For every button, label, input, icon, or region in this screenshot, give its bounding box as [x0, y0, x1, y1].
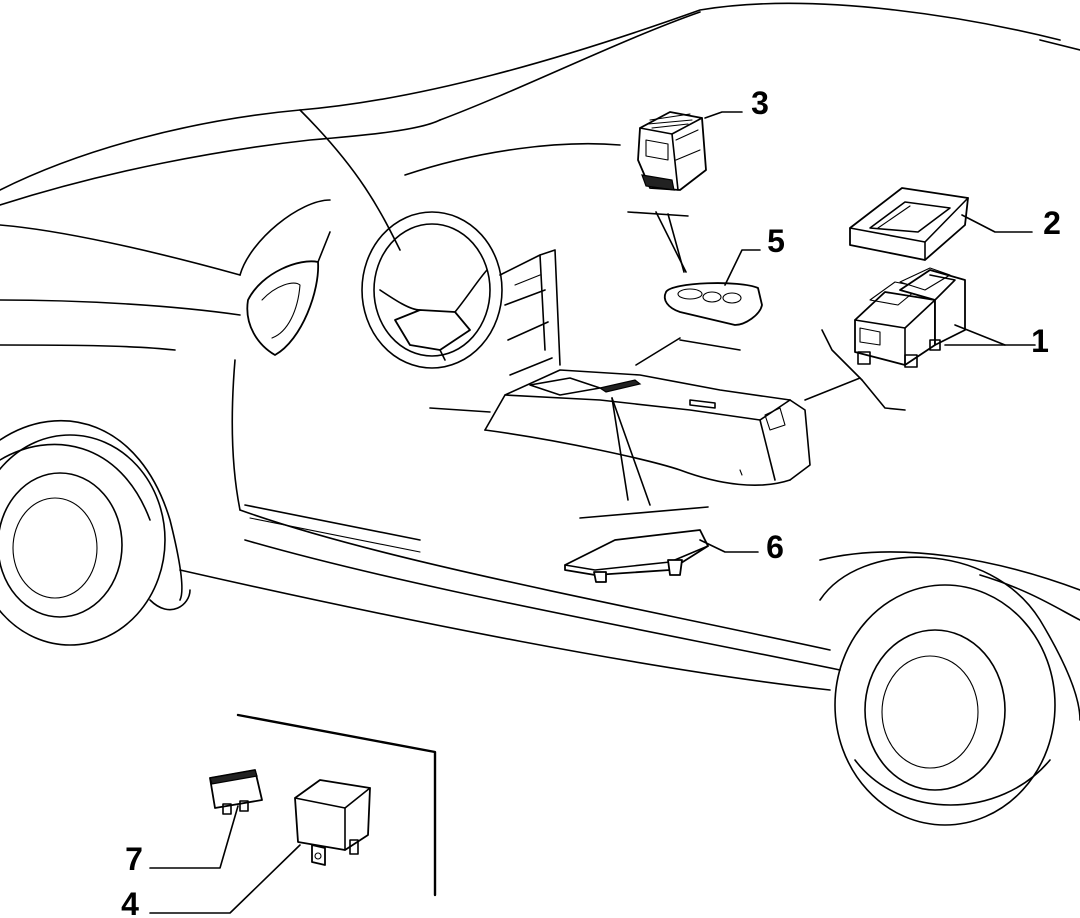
- callout-4: 4: [121, 886, 139, 918]
- part-7-fuse: [209, 769, 263, 815]
- part-2-frame: [849, 187, 969, 261]
- callout-6: 6: [766, 529, 784, 565]
- dashboard: [499, 249, 561, 376]
- center-console: [484, 369, 811, 486]
- side-mirror: [246, 231, 331, 356]
- callout-1: 1: [1031, 323, 1049, 359]
- part-5-control: [663, 282, 763, 326]
- car-body-outline: [0, 2, 1080, 691]
- part-3-switch: [637, 111, 707, 191]
- callout-3: 3: [751, 85, 769, 121]
- rear-wheel: [819, 556, 1080, 826]
- callout-7: 7: [125, 841, 143, 877]
- steering-wheel: [361, 211, 503, 369]
- leader-lines: [149, 111, 1036, 914]
- part-4-relay: [294, 779, 371, 866]
- callout-2: 2: [1043, 205, 1061, 241]
- front-wheel: [0, 419, 191, 646]
- part-6-cover: [564, 529, 709, 583]
- callout-5: 5: [767, 223, 785, 259]
- part-1-switches: [854, 267, 966, 368]
